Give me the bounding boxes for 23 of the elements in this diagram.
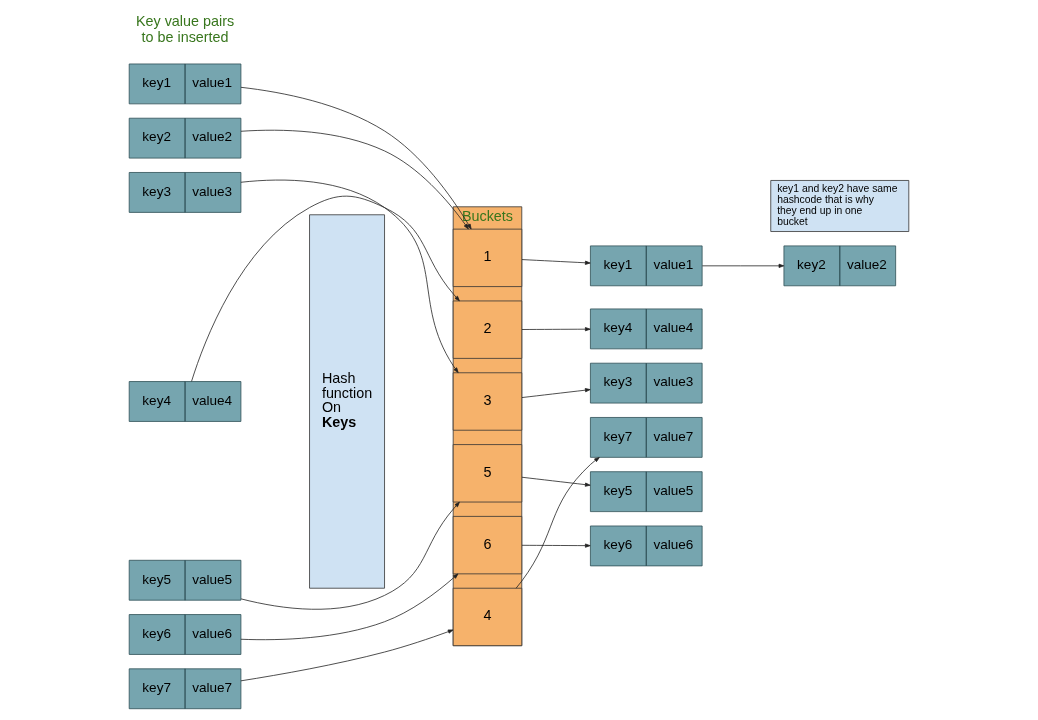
- arrow: [240, 629, 454, 682]
- arrow: [521, 388, 591, 398]
- node-box: 6: [452, 516, 523, 575]
- arrow: [515, 457, 600, 589]
- arrow: [521, 476, 591, 487]
- node-box: 2: [452, 300, 523, 359]
- node-box: Hash function On Keys: [309, 214, 385, 589]
- node-box: 3: [452, 372, 523, 431]
- arrow: [240, 86, 472, 230]
- arrow: [191, 195, 460, 382]
- label: Key value pairs to be inserted: [135, 12, 235, 45]
- arrow: [240, 501, 460, 610]
- arrow: [701, 263, 785, 268]
- node-box: 1: [452, 228, 523, 287]
- arrow: [521, 259, 591, 265]
- arrow: [521, 327, 591, 332]
- node-box: 5: [452, 444, 523, 503]
- arrow: [240, 573, 459, 641]
- node-box: 4: [452, 587, 523, 647]
- arrow: [240, 129, 469, 230]
- arrow: [240, 179, 459, 373]
- arrow: [521, 543, 591, 548]
- node-box: key1 and key2 have same hashcode that is why they end up in one bucket: [770, 180, 910, 232]
